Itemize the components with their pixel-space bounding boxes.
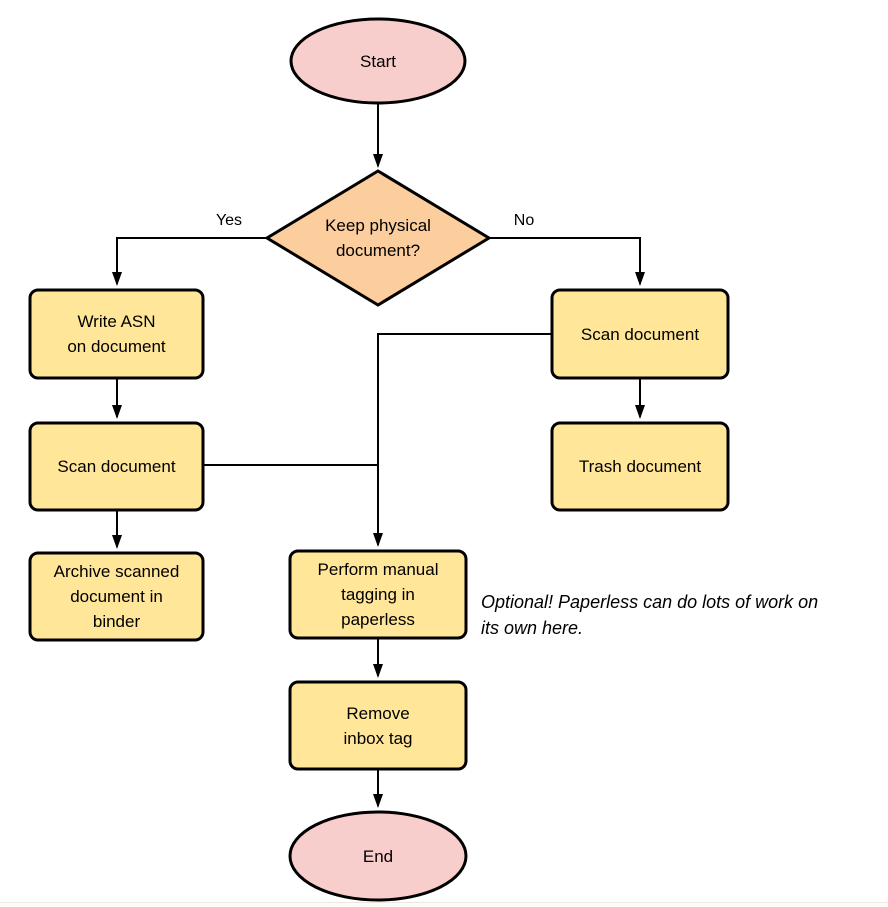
bottom-strip [0,903,888,907]
trash-shape [550,421,730,512]
edge-label-yes: Yes [215,212,243,229]
archive-shape [28,551,205,642]
edge-label-no: No [513,212,535,229]
edge-scan-right-to-tagging [373,333,552,547]
scan-left-shape [28,421,205,512]
edge-decision-no-to-scan-right [489,237,645,286]
bottom-divider [0,902,888,903]
note-optional-paperless: Optional! Paperless can do lots of work … [481,592,819,638]
scan-right-shape [550,288,730,380]
tagging-shape [288,549,468,640]
start-shape [289,17,467,105]
edge-decision-yes-to-write-asn [112,237,267,286]
write-asn-shape [28,288,205,380]
remove-inbox-shape [288,680,468,771]
decision-shape [264,169,492,307]
end-shape [288,810,468,902]
